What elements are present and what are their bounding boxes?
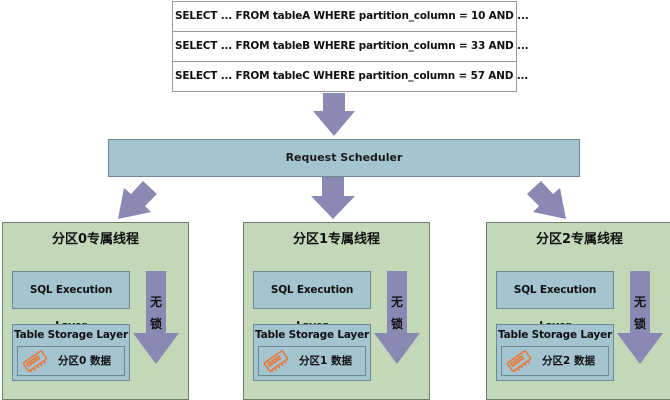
partition-data-label: 分区2 数据 — [542, 355, 595, 367]
table-storage-layer: Table Storage Layer 分区2 数据 — [496, 324, 614, 381]
storage-layer-title: Table Storage Layer — [255, 329, 369, 341]
down-arrow-icon — [374, 271, 420, 364]
down-arrow-icon — [311, 177, 355, 219]
partition-title: 分区2专属线程 — [535, 232, 624, 247]
partition-title: 分区0专属线程 — [51, 232, 140, 247]
down-right-arrow-icon — [527, 181, 566, 219]
partition-title: 分区1专属线程 — [292, 232, 381, 247]
query-stack: SELECT ... FROM tableA WHERE partition_c… — [172, 1, 529, 92]
down-arrow-icon — [313, 93, 355, 136]
request-scheduler: Request Scheduler — [108, 139, 580, 177]
sql-execution-layer: SQL Execution Layer — [496, 271, 614, 332]
sql-execution-layer: SQL Execution Layer — [253, 271, 371, 332]
table-storage-layer: Table Storage Layer 分区1 数据 — [253, 324, 371, 381]
partition-data: 分区1 数据 — [258, 346, 366, 376]
down-arrow-icon — [617, 271, 663, 364]
lock-free-label: 无 锁 — [146, 291, 166, 335]
lock-free-text: 无 锁 — [149, 295, 162, 331]
query-row: SELECT ... FROM tableA WHERE partition_c… — [173, 2, 529, 32]
lock-free-label: 无 锁 — [630, 291, 650, 335]
lock-free-text: 无 锁 — [390, 295, 403, 331]
partition-thread-0: 分区0专属线程 SQL Execution Layer Table Storag… — [2, 222, 189, 400]
lock-free-label: 无 锁 — [387, 291, 407, 335]
query-row: SELECT ... FROM tableC WHERE partition_c… — [175, 70, 529, 82]
table-storage-layer: Table Storage Layer 分区0 数据 — [12, 324, 130, 381]
memory-chip-icon — [263, 350, 289, 372]
memory-chip-icon — [506, 350, 532, 372]
down-left-arrow-icon — [118, 181, 157, 219]
partition-data: 分区0 数据 — [17, 346, 125, 376]
storage-layer-title: Table Storage Layer — [498, 329, 612, 341]
partition-thread-2: 分区2专属线程 SQL Execution Layer Table Storag… — [486, 222, 670, 400]
partition-data: 分区2 数据 — [501, 346, 609, 376]
memory-chip-icon — [22, 350, 48, 372]
partition-data-label: 分区1 数据 — [299, 355, 352, 367]
sql-execution-layer: SQL Execution Layer — [12, 271, 130, 332]
lock-free-text: 无 锁 — [633, 295, 646, 331]
partition-thread-1: 分区1专属线程 SQL Execution Layer Table Storag… — [243, 222, 430, 400]
query-row: SELECT ... FROM tableB WHERE partition_c… — [173, 32, 529, 62]
down-arrow-icon — [133, 271, 179, 364]
partition-data-label: 分区0 数据 — [58, 355, 111, 367]
storage-layer-title: Table Storage Layer — [14, 329, 128, 341]
